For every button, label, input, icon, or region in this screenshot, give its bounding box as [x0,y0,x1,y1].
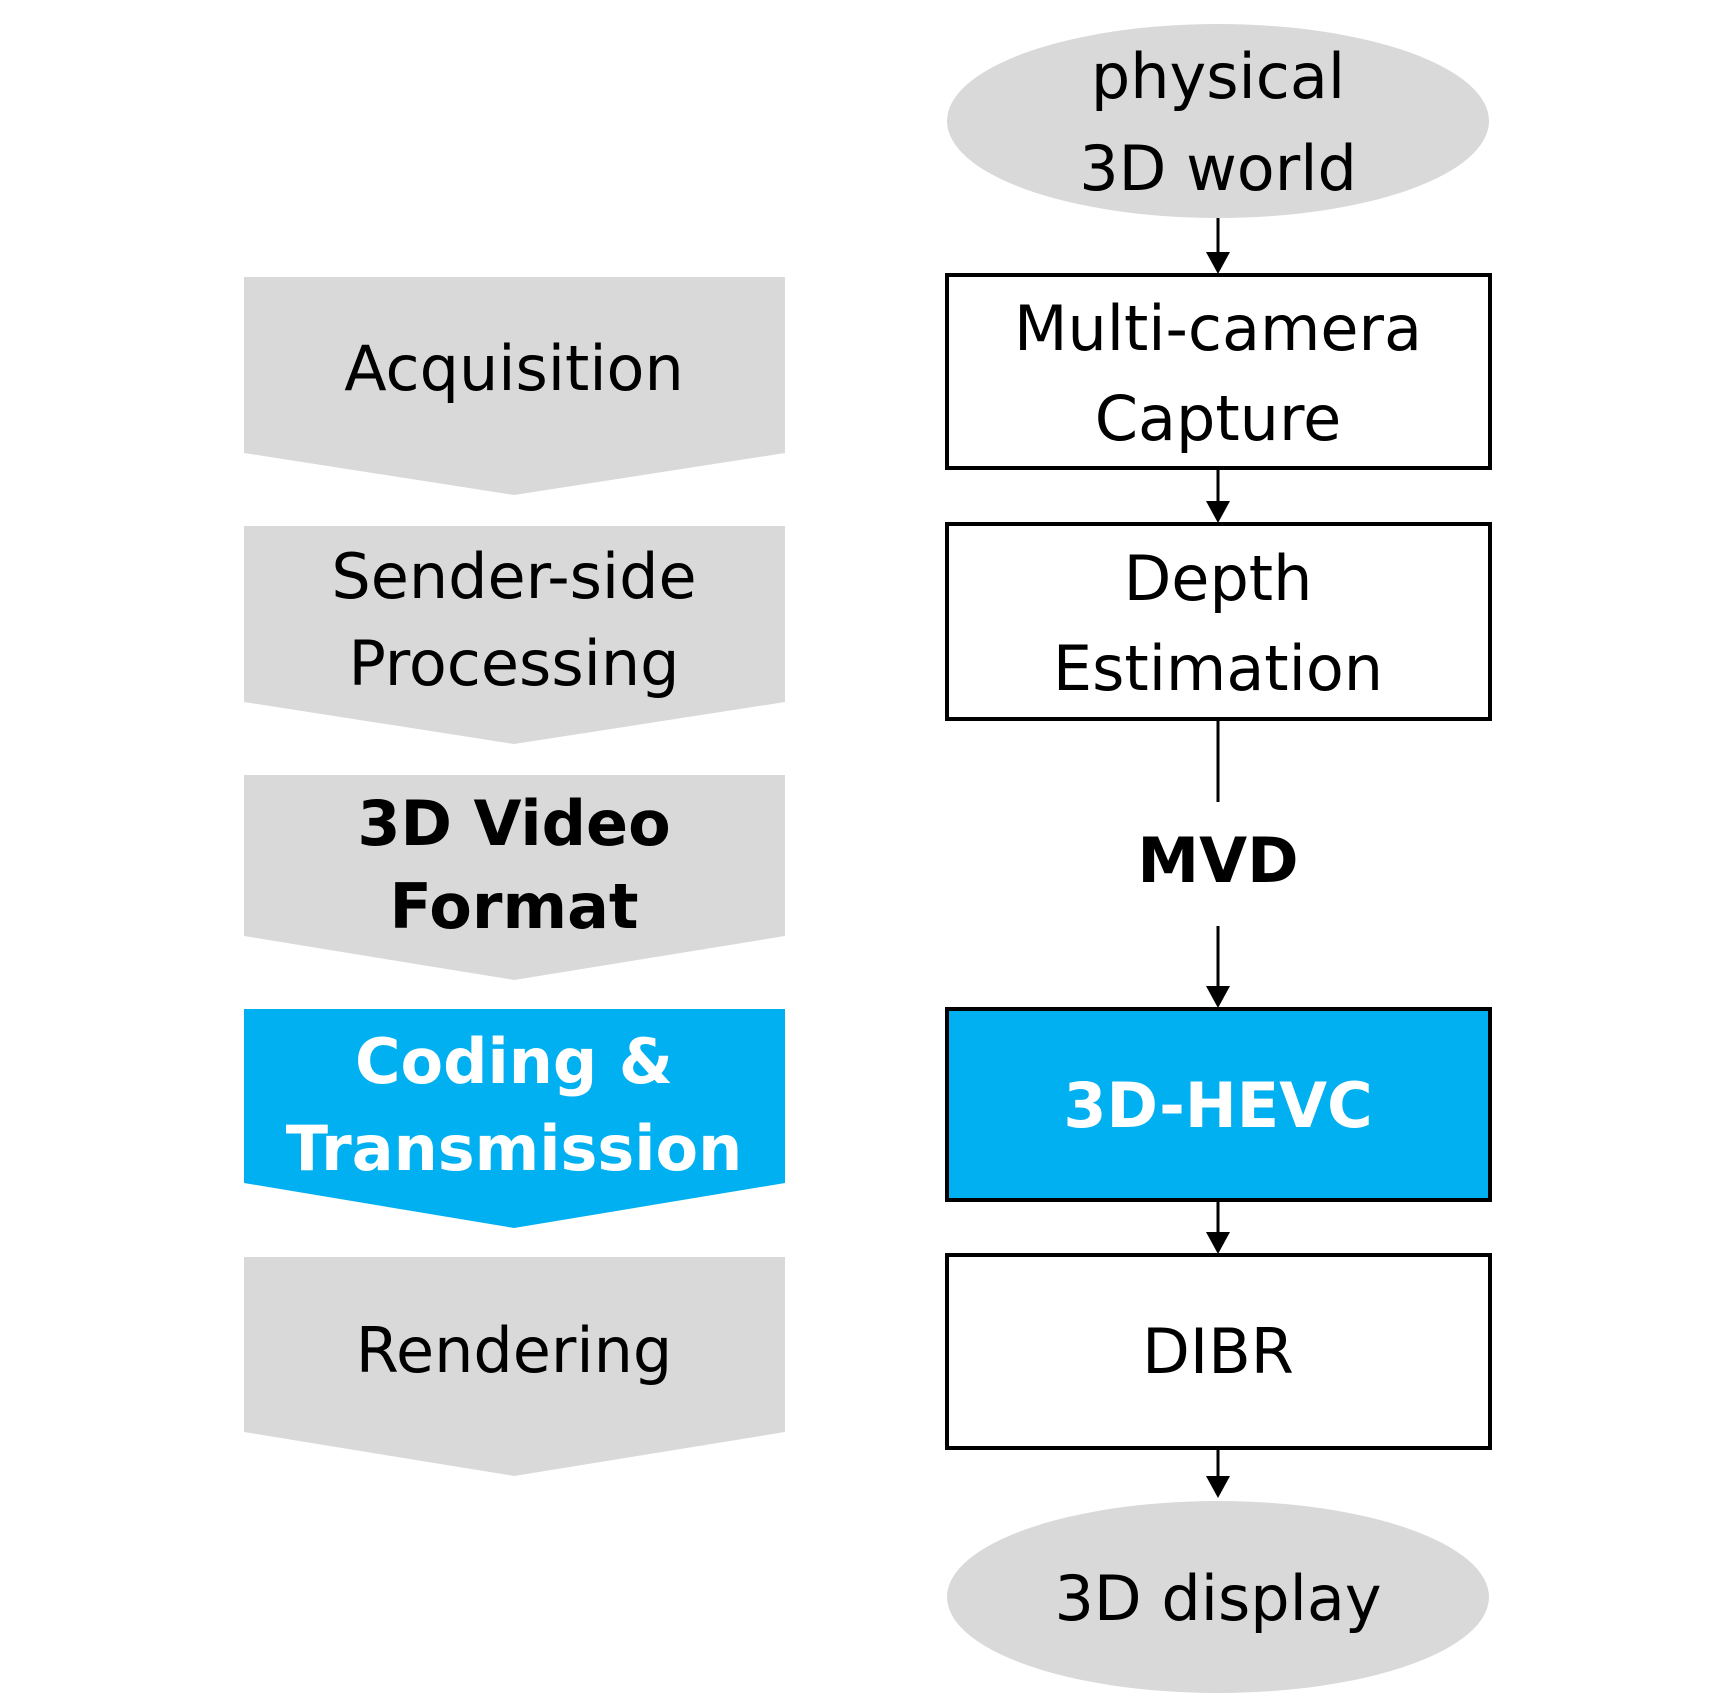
arrow-4 [1206,1200,1230,1254]
stage-label-line1: 3D Video [357,787,670,860]
node-3d-hevc: 3D-HEVC [945,1007,1492,1202]
box-shape [945,522,1492,721]
stage-sender-side-processing: Sender-side Processing [244,526,785,744]
stage-column: Acquisition Sender-side Processing 3D Vi… [244,277,785,1476]
stage-3d-video-format: 3D Video Format [244,775,785,980]
box-shape [945,273,1492,470]
ellipse-shape [947,1501,1489,1693]
stage-rendering: Rendering [244,1257,785,1476]
stage-label: Acquisition [344,332,684,405]
arrow-2 [1206,468,1230,523]
format-label-mvd: MVD [1137,824,1298,897]
arrow-head-icon [1206,1232,1230,1254]
arrow-head-icon [1206,1476,1230,1498]
node-label: DIBR [1142,1315,1294,1388]
stage-label-line2: Transmission [286,1112,743,1185]
stage-label-line2: Format [389,870,638,943]
node-label-line2: 3D world [1079,132,1357,205]
node-label-line2: Capture [1095,382,1342,455]
arrow-head-icon [1206,252,1230,274]
arrow-5 [1206,1448,1230,1498]
node-label-line1: Depth [1124,542,1313,615]
node-label-line2: Estimation [1053,632,1383,705]
chevron-shape [244,526,785,744]
stage-label: Rendering [356,1314,673,1387]
node-depth-estimation: Depth Estimation [945,522,1492,721]
chevron-shape [244,775,785,980]
node-label-line1: physical [1091,40,1345,113]
stage-label-line1: Coding & [355,1025,673,1098]
stage-coding-transmission: Coding & Transmission [244,1009,785,1228]
arrow-1 [1206,218,1230,274]
arrow-head-icon [1206,501,1230,523]
box-shape [945,1253,1492,1450]
node-dibr: DIBR [945,1253,1492,1450]
chevron-shape [244,1257,785,1476]
node-physical-3d-world: physical 3D world [947,24,1489,218]
node-3d-display: 3D display [947,1501,1489,1693]
pipeline-column: physical 3D world Multi-camera Capture D… [945,24,1492,1693]
node-label: 3D-HEVC [1063,1069,1372,1142]
node-multi-camera-capture: Multi-camera Capture [945,273,1492,470]
stage-acquisition: Acquisition [244,277,785,495]
chevron-shape [244,1009,785,1228]
stage-label-line1: Sender-side [331,540,696,613]
node-label-line1: Multi-camera [1014,292,1422,365]
box-shape [945,1007,1492,1202]
stage-label-line2: Processing [348,627,679,700]
node-label: 3D display [1054,1562,1381,1635]
ellipse-shape [947,24,1489,218]
arrow-head-icon [1206,986,1230,1008]
arrow-3 [1206,926,1230,1008]
chevron-shape [244,277,785,495]
